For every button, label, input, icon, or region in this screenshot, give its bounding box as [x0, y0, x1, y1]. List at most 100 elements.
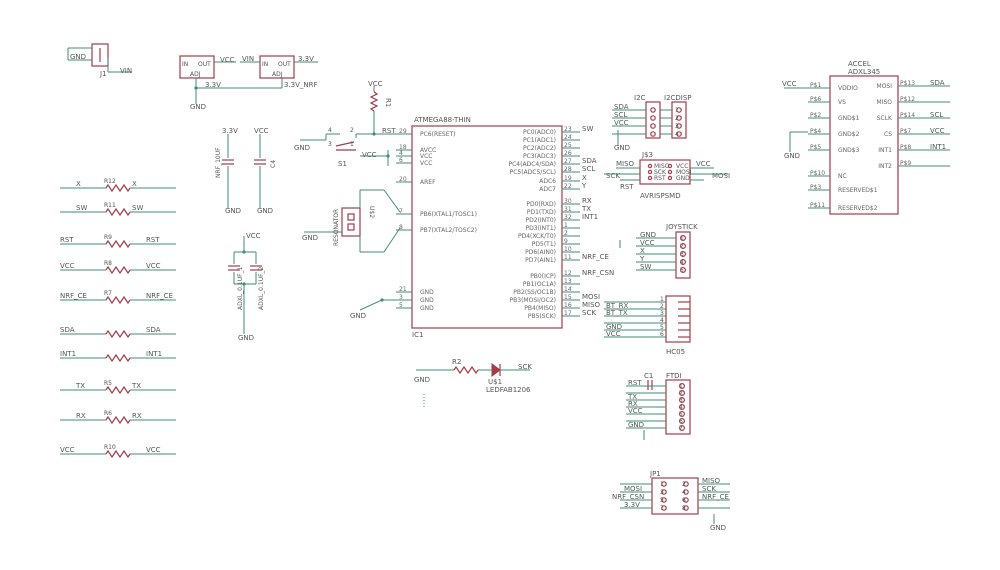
mcu-right-pin-num: 25 [564, 142, 572, 149]
joystick-net: Y [639, 255, 645, 263]
accel-pin-name: INT2 [878, 163, 892, 170]
hc05-connector [665, 295, 691, 343]
mcu-right-pin-name: PD0(RXD) [526, 201, 556, 208]
s1-label: S1 [338, 160, 347, 168]
mcu-right-pin-net: Y [581, 182, 587, 190]
svg-text:ADJ: ADJ [272, 71, 283, 78]
svg-text:VCC: VCC [782, 80, 797, 88]
svg-text:4: 4 [675, 131, 679, 138]
mcu-left-pin-num: 21 [399, 286, 407, 293]
accel-pin-name: SCLK [877, 115, 893, 122]
mcu-right-pin-num: 17 [564, 310, 572, 317]
j1-name: J1 [99, 70, 107, 78]
svg-text:3: 3 [660, 310, 664, 317]
svg-text:1: 1 [350, 141, 354, 148]
accel-pad: P$3 [810, 184, 821, 191]
svg-text:IN: IN [262, 61, 268, 68]
reg1-33-label: 3.3V [205, 81, 221, 89]
reg2-vin-label: VIN [242, 55, 254, 63]
accel-pin-name: MOSI [877, 83, 893, 90]
svg-text:1: 1 [660, 296, 664, 303]
svg-text:GND: GND [257, 207, 273, 215]
mcu-right-pin-name: ADC6 [539, 178, 556, 185]
svg-text:6: 6 [660, 331, 664, 338]
mcu-left-pin-name: VCC [420, 160, 432, 167]
resistor-name: R12 [104, 178, 116, 185]
mcu-right-pin-name: PD1(TXD) [527, 209, 556, 216]
mcu-left-pin-name: GND [420, 297, 434, 304]
mcu-left-pin-name: GND [420, 305, 434, 312]
resistor-right-net: INT1 [146, 350, 162, 358]
power-section: GND J1 VIN IN OUT ADJ VCC 3.3V GND IN OU… [67, 43, 318, 111]
r1-resistor [369, 91, 379, 112]
resistor-left-net: RX [76, 412, 86, 420]
accel-pin-name: VDDIO [838, 85, 858, 92]
mcu-body [411, 125, 563, 329]
mcu-right-pin-name: ADC7 [539, 186, 556, 193]
svg-text:3: 3 [680, 251, 684, 258]
mcu-right-pin-name: PD4(XCK/T0) [518, 233, 556, 240]
mcu-right-pin-name: PC5(ADC5/SCL) [510, 169, 556, 176]
svg-text:7: 7 [679, 425, 683, 432]
i2c-net: SDA [614, 103, 629, 111]
mcu-right-pin-net: SW [582, 125, 593, 133]
mcu-right-pin-num: 15 [564, 294, 572, 301]
svg-text:SCK: SCK [606, 172, 620, 180]
svg-text:HC05: HC05 [666, 348, 685, 356]
mcu-right-pin-num: 14 [564, 286, 572, 293]
svg-text:MISO: MISO [616, 160, 635, 168]
resistor-left-net: X [76, 180, 81, 188]
accel-pad: P$6 [810, 96, 821, 103]
svg-text:4: 4 [660, 317, 664, 324]
resistor-right-net: NRF_CE [146, 292, 173, 300]
svg-text:6: 6 [682, 497, 686, 504]
mcu-right-pin-name: PD6(AIN0) [525, 249, 556, 256]
svg-text:2: 2 [660, 303, 664, 310]
mcu-right-pin-net: SDA [582, 157, 597, 165]
mcu-right-pin-num: 9 [564, 238, 568, 245]
mcu-right-pin-num: 27 [564, 158, 572, 165]
svg-text:VCC: VCC [676, 163, 688, 170]
decoupling-caps: 3.3V GND NRF_10UF VCC GND C4 VCC GND ADX… [215, 127, 277, 342]
resistor-name: R6 [104, 410, 112, 417]
rst-net-label: RST [382, 127, 396, 135]
svg-text:JOYSTICK: JOYSTICK [665, 223, 698, 231]
accel-pad: P$12 [900, 96, 915, 103]
accel-pad: P$2 [810, 112, 821, 119]
accel-net: SDA [930, 79, 945, 87]
ftdi-net: TX [627, 393, 637, 401]
j1-connector [91, 43, 109, 67]
mcu-right-pin-net: MOSI [582, 293, 600, 301]
jp1-right-net: NRF_CE [702, 493, 729, 501]
svg-text:GND: GND [710, 524, 726, 532]
svg-text:1: 1 [675, 107, 679, 114]
mcu-right-pin-name: PC2(ADC2) [523, 145, 556, 152]
svg-text:LEDFAB1206: LEDFAB1206 [486, 386, 531, 394]
svg-text:4: 4 [680, 259, 684, 266]
svg-text:3: 3 [675, 123, 679, 130]
resistor-right-net: RST [146, 236, 160, 244]
jp1-left-net: 3.3V [624, 501, 640, 509]
mcu-right-pin-net: INT1 [582, 213, 598, 221]
i2c-header [645, 101, 661, 139]
mcu-left-pin-name: PB6(XTAL1/TOSC1) [420, 211, 477, 218]
mcu-left-pin-num: 4 [399, 150, 403, 157]
accel-pin-name: GND$3 [838, 147, 860, 154]
mcu-right-pin-net: SCK [582, 309, 596, 317]
resistor-right-net: SDA [146, 326, 161, 334]
hc05-net: VCC [606, 330, 621, 338]
mcu-name: ATMEGA88-THIN [414, 116, 471, 124]
resistor-left-net: VCC [60, 262, 75, 270]
mcu-right-pin-net: NRF_CE [582, 253, 609, 261]
svg-text:MISO: MISO [654, 163, 670, 170]
mcu-right-pin-num: 13 [564, 278, 572, 285]
mcu-left-pin-num: 18 [399, 144, 407, 151]
resistor-name: R5 [104, 380, 112, 387]
mcu-right-pin-net: TX [581, 205, 591, 213]
